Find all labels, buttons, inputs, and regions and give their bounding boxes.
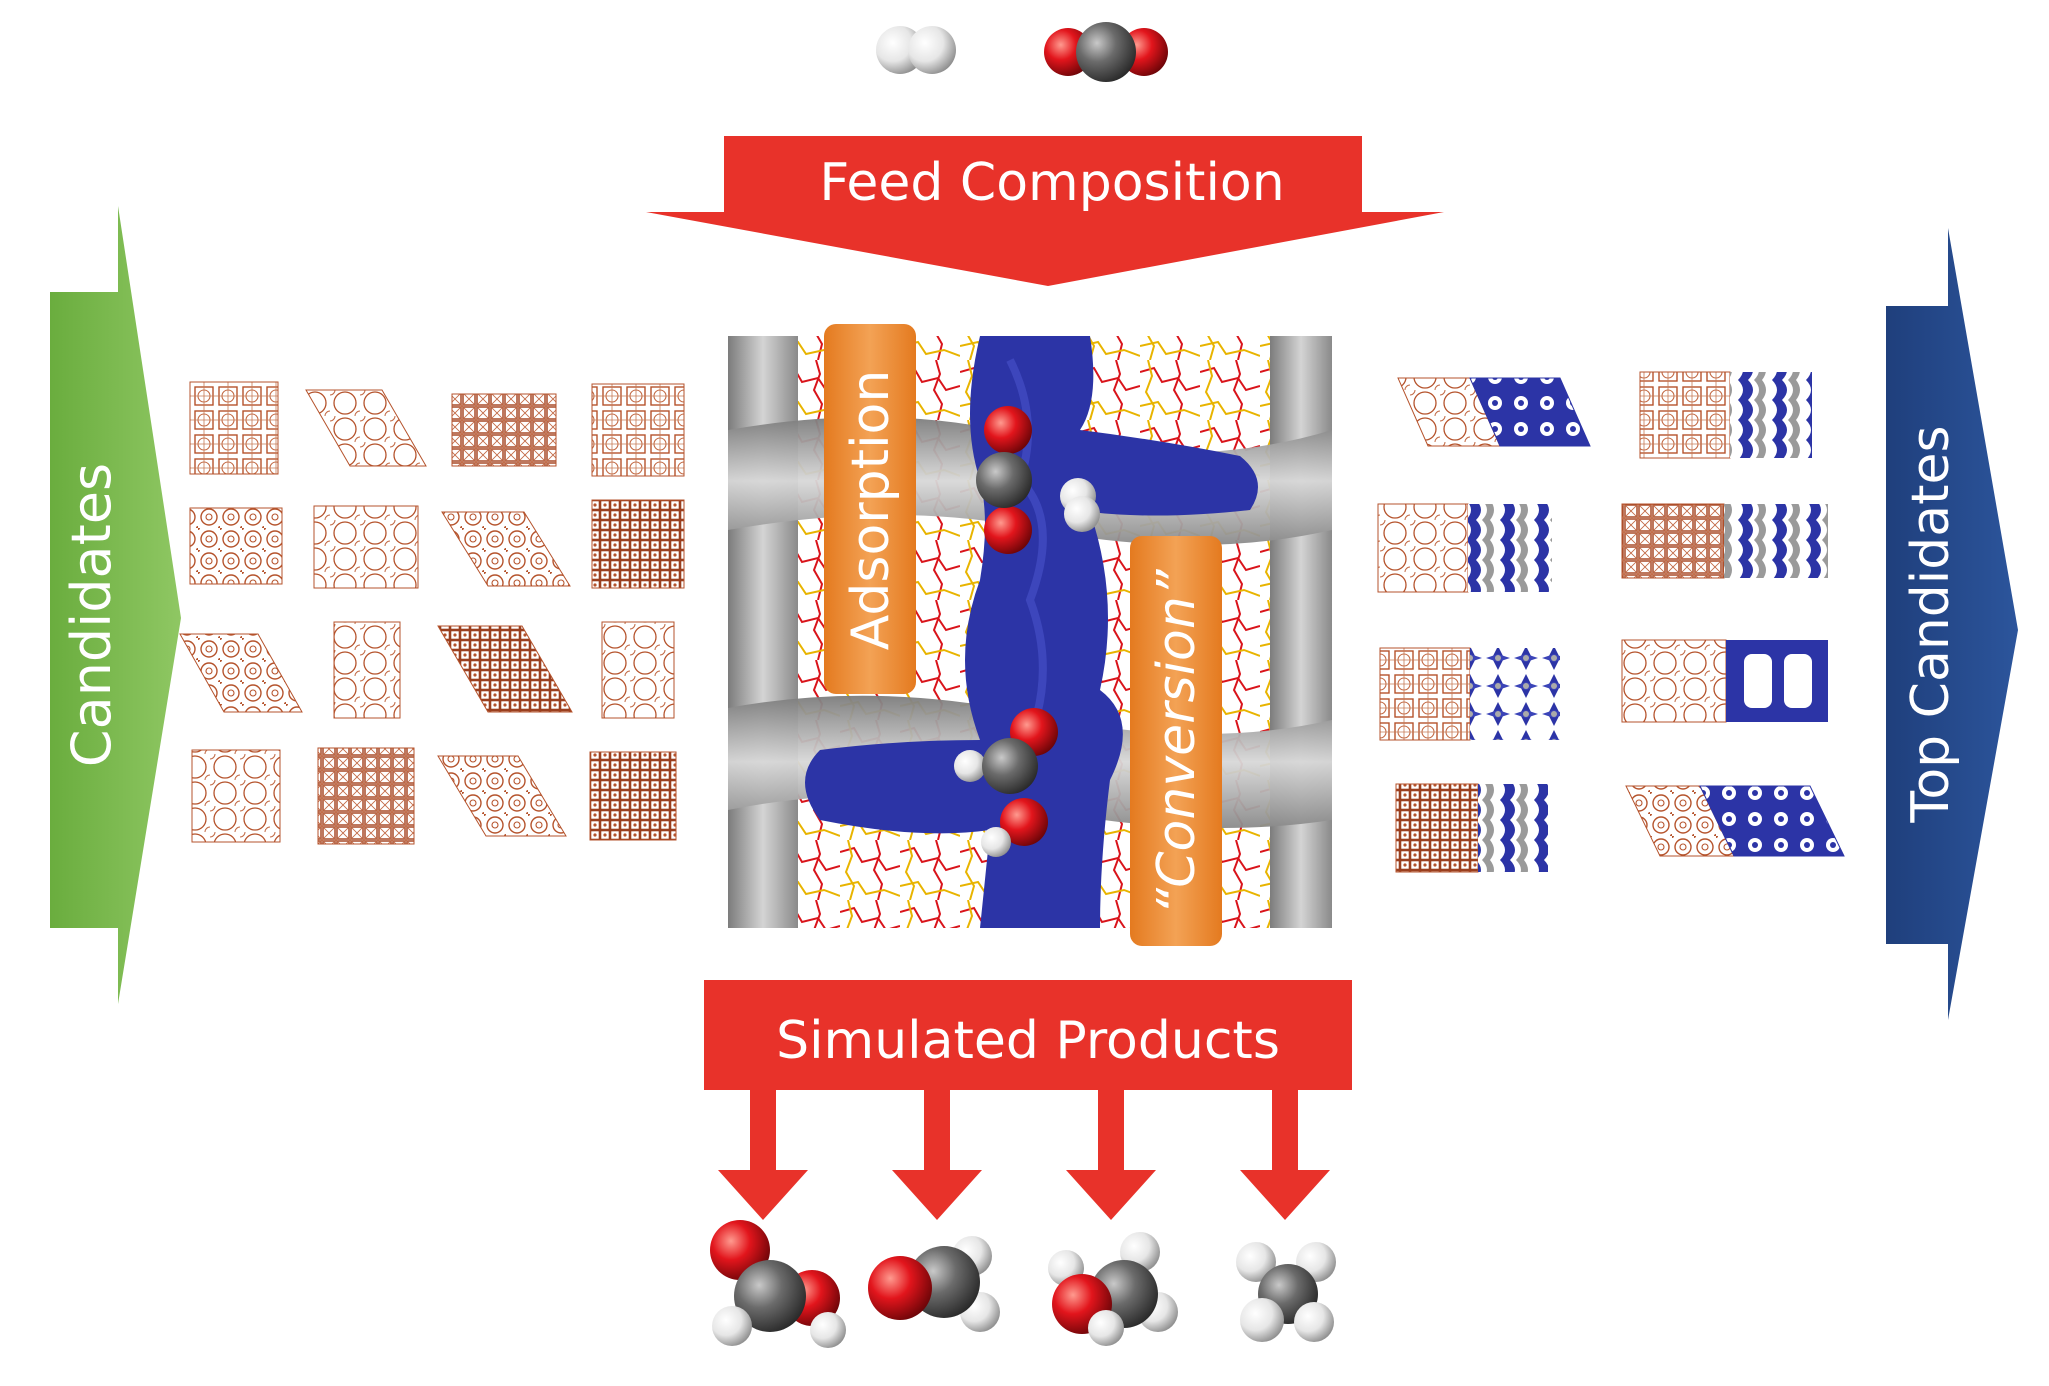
product-arrow bbox=[892, 1090, 982, 1220]
adsorption-label-box: Adsorption bbox=[824, 324, 916, 694]
adsorption-label: Adsorption bbox=[841, 370, 901, 651]
framework-pair bbox=[1621, 503, 1828, 579]
framework-tile bbox=[601, 621, 675, 719]
feed-composition-arrow: Feed Composition bbox=[646, 136, 1444, 286]
feed-composition-label: Feed Composition bbox=[819, 153, 1284, 213]
candidates-arrow: Candidates bbox=[50, 206, 181, 1004]
framework-tile bbox=[437, 625, 573, 713]
framework-tile bbox=[441, 511, 571, 587]
framework-tile bbox=[451, 393, 557, 467]
conversion-label: “Conversion” bbox=[1147, 568, 1207, 914]
product-arrow bbox=[1066, 1090, 1156, 1220]
h2-molecule-icon bbox=[1060, 478, 1100, 532]
top-candidates-label: Top Candidates bbox=[1901, 425, 1961, 823]
framework-tile bbox=[591, 499, 685, 589]
framework-pair bbox=[1379, 647, 1560, 741]
framework-tile bbox=[305, 389, 427, 467]
h2-molecule-icon bbox=[876, 26, 956, 74]
conversion-label-box: “Conversion” bbox=[1130, 536, 1222, 946]
simulated-products-label: Simulated Products bbox=[776, 1011, 1280, 1071]
product-arrow bbox=[1240, 1090, 1330, 1220]
methanol-molecule-icon bbox=[1048, 1232, 1178, 1346]
framework-pair bbox=[1639, 371, 1812, 459]
candidate-frameworks-grid bbox=[179, 381, 685, 845]
framework-tile bbox=[191, 749, 281, 843]
formaldehyde-molecule-icon bbox=[868, 1236, 1000, 1332]
top-candidate-frameworks-grid bbox=[1377, 371, 1845, 873]
simulated-products-arrow: Simulated Products bbox=[704, 980, 1352, 1220]
formic-acid-molecule-icon bbox=[954, 708, 1058, 857]
framework-pair bbox=[1621, 639, 1828, 723]
framework-tile bbox=[333, 621, 401, 719]
framework-pair bbox=[1377, 503, 1552, 593]
co2-molecule-icon bbox=[976, 406, 1032, 554]
framework-tile bbox=[313, 505, 419, 589]
product-arrow bbox=[718, 1090, 808, 1220]
framework-tile bbox=[189, 381, 279, 475]
framework-tile bbox=[189, 507, 283, 585]
pore-snapshot: Adsorption “Conversion” bbox=[728, 324, 1332, 946]
framework-pair bbox=[1625, 785, 1845, 857]
framework-tile bbox=[591, 383, 685, 477]
candidates-label: Candidates bbox=[60, 463, 123, 767]
methane-molecule-icon bbox=[1236, 1242, 1336, 1342]
framework-tile bbox=[437, 755, 567, 837]
framework-tile bbox=[179, 633, 303, 713]
framework-pair bbox=[1395, 783, 1548, 873]
top-candidates-arrow: Top Candidates bbox=[1886, 228, 2018, 1020]
framework-tile bbox=[589, 751, 677, 841]
framework-pair bbox=[1397, 377, 1591, 447]
co2-molecule-icon bbox=[1044, 22, 1168, 82]
framework-tile bbox=[317, 747, 415, 845]
formic-acid-molecule-icon bbox=[710, 1220, 846, 1348]
